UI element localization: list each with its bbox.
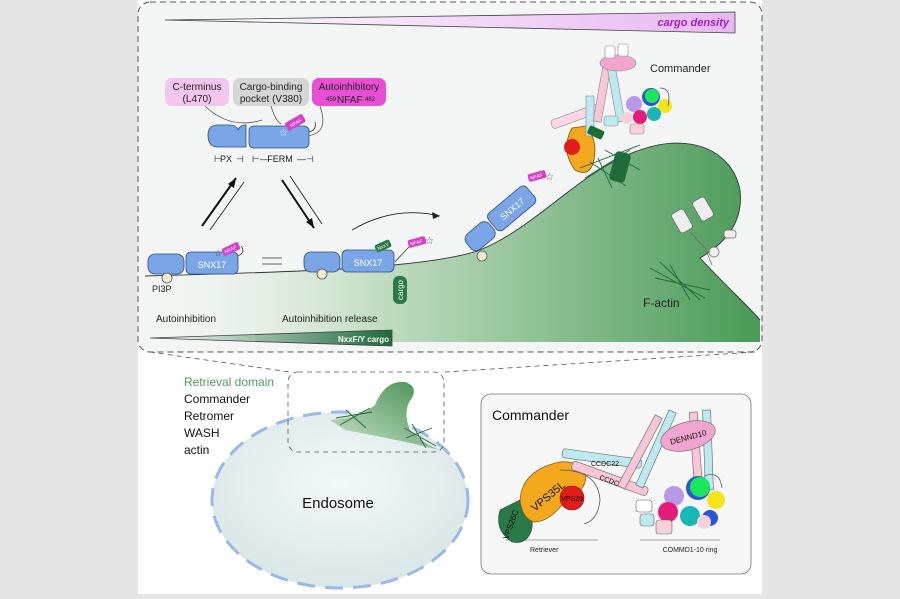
ferm-domain-label: FERM xyxy=(267,154,293,164)
cargo-protein xyxy=(393,276,407,304)
auto-sup1: 459 xyxy=(326,97,337,103)
svg-text:⊢: ⊢ xyxy=(214,154,222,164)
snx17-open: NFAF ☆ xyxy=(207,114,316,149)
svg-text:☆: ☆ xyxy=(279,128,288,139)
svg-text:NFAF: NFAF xyxy=(530,173,544,182)
nxxfy-label: NxxF/Y cargo xyxy=(338,335,389,344)
snx17-released: SNX17 NxxY cargo NFAF ☆ xyxy=(303,236,434,304)
auto-line1: Autoinhibitory xyxy=(319,82,380,93)
nfaf-tag-open: NFAF xyxy=(289,118,303,130)
legend-wash: WASH xyxy=(184,426,220,440)
actin-filaments-top xyxy=(579,144,711,301)
cargo-density-label: cargo density xyxy=(657,17,729,29)
snx17-label-1: SNX17 xyxy=(198,260,227,270)
membrane-proteins xyxy=(671,196,737,266)
snx17-on-tubule: SNX17 xyxy=(464,185,537,251)
svg-text:NFAF: NFAF xyxy=(224,245,238,256)
endosome-label: Endosome xyxy=(302,495,374,512)
cargo-label: cargo xyxy=(396,279,405,300)
zoom-box xyxy=(287,371,445,453)
cterm-line2: (L470) xyxy=(183,94,212,105)
commander-panel: Commander Retriever VPS26C VPS35L VPS29 … xyxy=(480,393,752,575)
snx17-label-2: SNX17 xyxy=(354,258,383,268)
commander-complex-top xyxy=(550,43,672,183)
ccdc22-label: CCDC22 xyxy=(591,461,619,468)
snx17-autoinhibited: SNX17 NFAF ☆ xyxy=(147,242,244,284)
nxxfy-gradient xyxy=(149,329,393,347)
commd-ring-label: COMMD1-10 ring xyxy=(663,547,718,554)
svg-text:⊣: ⊣ xyxy=(236,154,244,164)
nxxy-tag: NxxY xyxy=(377,241,391,252)
autoinhibitory-callout xyxy=(312,78,386,106)
commander-panel-title: Commander xyxy=(492,407,569,423)
auto-main: NFAF xyxy=(337,95,363,106)
legend-retromer: Retromer xyxy=(184,409,234,423)
cterm-line1: C-terminus xyxy=(173,82,222,93)
pocket-line2: pocket (V380) xyxy=(240,94,302,105)
legend-actin: actin xyxy=(184,443,209,457)
membrane-tubule xyxy=(145,143,760,342)
auto-sup2: 462 xyxy=(365,97,376,103)
commander-label-top: Commander xyxy=(650,63,711,75)
autoinhibition-label: Autoinhibition xyxy=(156,314,216,325)
pocket-line1: Cargo-binding xyxy=(240,82,303,93)
svg-text:☆: ☆ xyxy=(545,172,554,183)
retriever-label: Retriever xyxy=(530,547,559,554)
release-label: Autoinhibition release xyxy=(282,314,378,325)
legend-retrieval: Retrieval domain xyxy=(184,375,274,389)
endosome: Endosome xyxy=(210,371,470,590)
vps29-label: VPS29 xyxy=(561,496,583,503)
svg-text:☆: ☆ xyxy=(425,236,434,247)
cterm-callout xyxy=(165,78,229,106)
pocket-callout xyxy=(233,78,309,106)
svg-text:☆: ☆ xyxy=(214,248,222,258)
svg-text:⊢—: ⊢— xyxy=(252,154,269,164)
px-domain-label: PX xyxy=(220,154,232,164)
pi3p-label: PI3P xyxy=(152,284,172,294)
svg-text:—⊣: —⊣ xyxy=(297,154,314,164)
top-panel: cargo density C-terminus (L470) Cargo-bi… xyxy=(137,1,763,353)
svg-text:NFAF: NFAF xyxy=(410,239,424,248)
legend: Retrieval domain Commander Retromer WASH… xyxy=(184,375,274,457)
cargo-density-gradient xyxy=(164,11,736,34)
factin-label: F-actin xyxy=(643,296,680,310)
legend-commander: Commander xyxy=(184,392,250,406)
